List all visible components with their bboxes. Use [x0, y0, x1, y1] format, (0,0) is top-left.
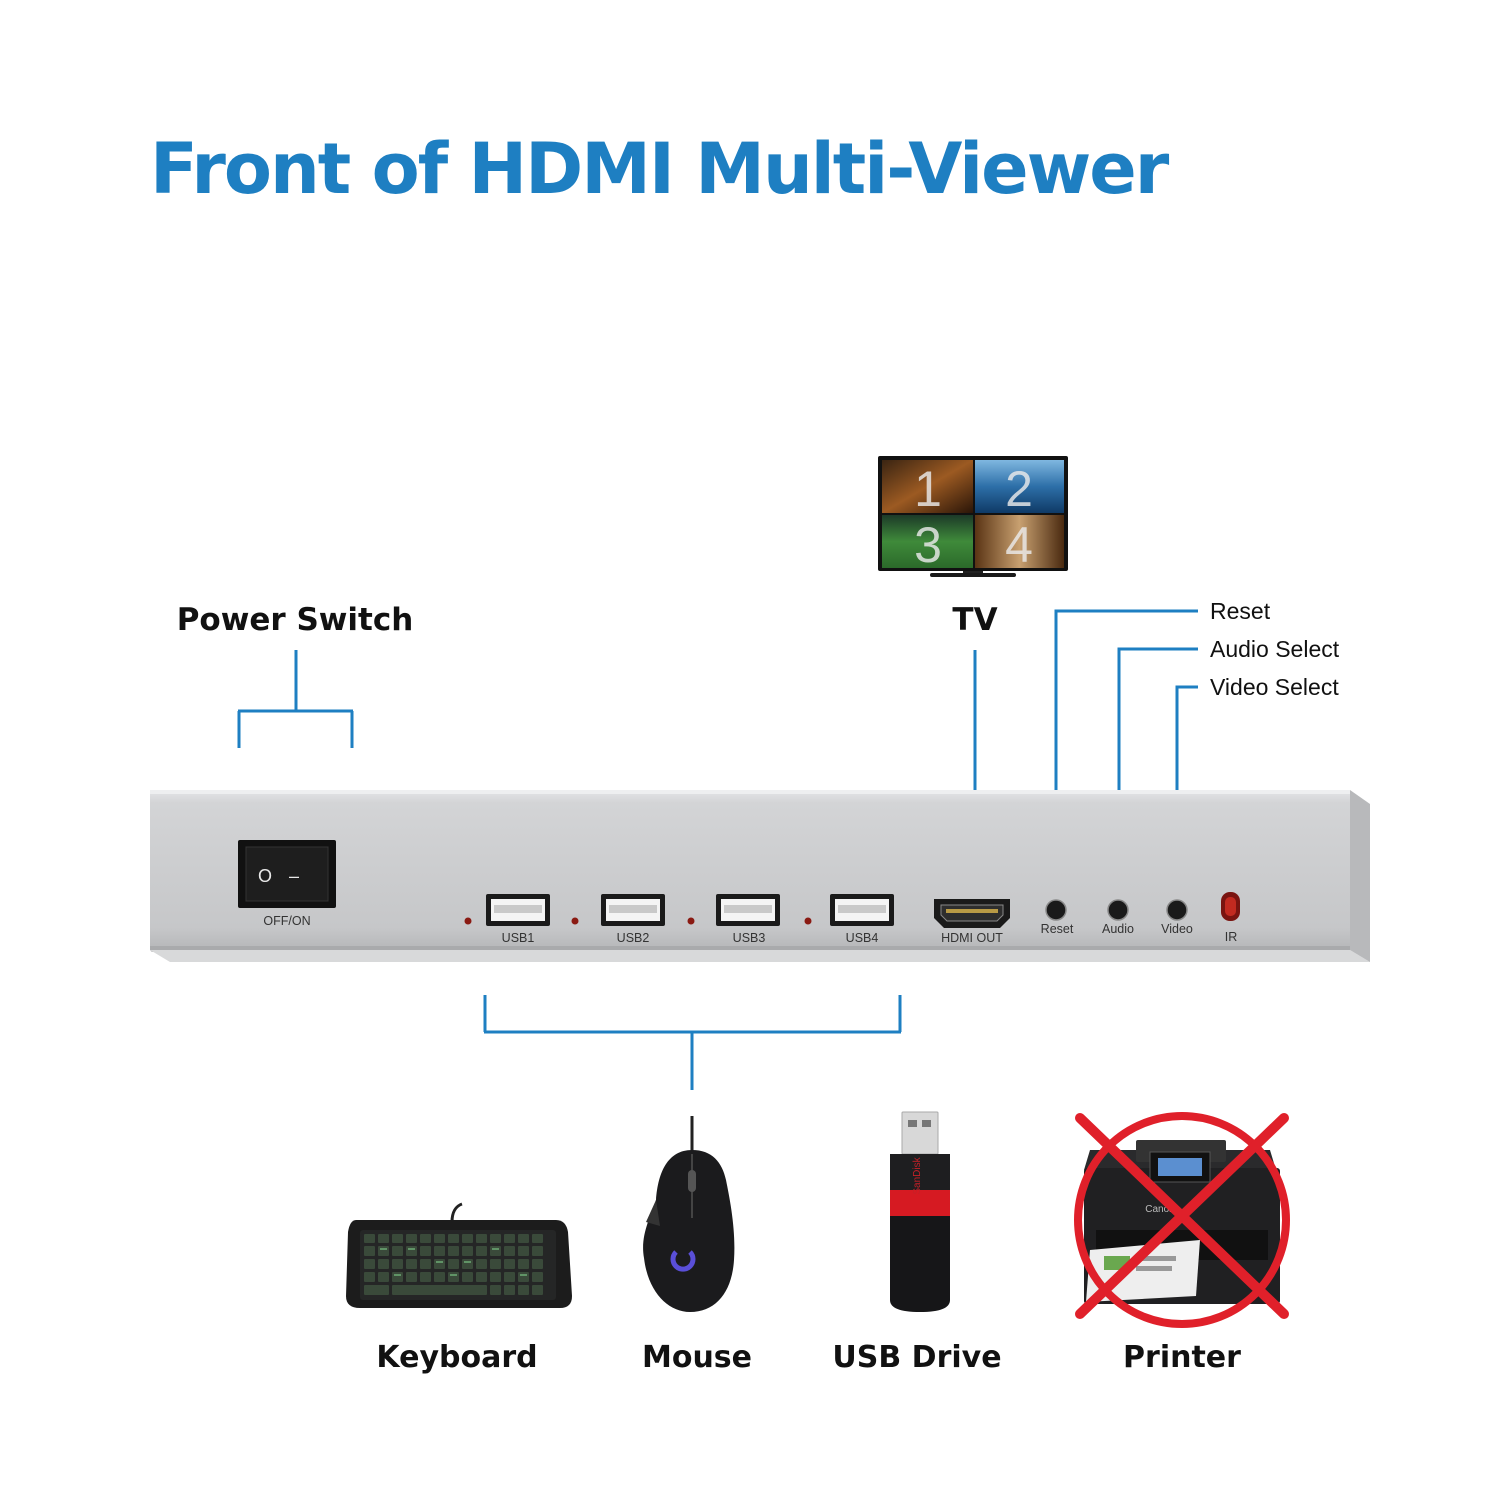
usb-port-2[interactable]: [601, 894, 665, 926]
audio-button[interactable]: [1107, 899, 1129, 921]
usb-port-3[interactable]: [716, 894, 780, 926]
usb-port-label: USB3: [733, 931, 766, 945]
tv-tile-number: 1: [914, 461, 942, 517]
tv-tile-number: 2: [1005, 461, 1033, 517]
usb-port-label: USB2: [617, 931, 650, 945]
tv-tile-2: [975, 460, 1064, 513]
usb-led-3: [687, 917, 695, 925]
ir-label: IR: [1225, 930, 1238, 944]
switch-off-symbol: O: [258, 866, 272, 886]
tv-tile-4: [975, 515, 1064, 568]
usb-port-label: USB1: [502, 931, 535, 945]
device-label-usb-drive: USB Drive: [832, 1340, 1001, 1375]
usb-drive-icon: SanDisk: [890, 1111, 950, 1312]
video-button[interactable]: [1166, 899, 1188, 921]
reset-callout-line: [1054, 609, 1198, 858]
tv-tile-number: 4: [1005, 517, 1033, 573]
tv-icon: 1 2 3 4: [878, 456, 1068, 577]
power-switch-bracket: [237, 650, 354, 748]
tv-tile-number: 3: [914, 517, 942, 573]
switch-label: OFF/ON: [263, 914, 310, 928]
not-supported-cross-icon: [1074, 1112, 1290, 1328]
printer-brand: Canon: [1145, 1204, 1174, 1215]
audio-select-callout-label: Audio Select: [1210, 636, 1340, 662]
device-label-mouse: Mouse: [642, 1340, 752, 1375]
audio-button-label: Audio: [1102, 922, 1134, 936]
page-title: Front of HDMI Multi-Viewer: [150, 128, 1169, 210]
usb-led-1: [464, 917, 472, 925]
hdmi-out-label: HDMI OUT: [941, 931, 1003, 945]
usb-port-4[interactable]: [830, 894, 894, 926]
tv-label: TV: [952, 602, 997, 638]
callout-lines: [237, 609, 1198, 1090]
usb-port-label: USB4: [846, 931, 879, 945]
usb-port-group: USB1 USB2 USB3 USB4: [464, 894, 894, 945]
reset-button[interactable]: [1045, 899, 1067, 921]
usb-drive-brand: SanDisk: [912, 1156, 923, 1194]
device-label-keyboard: Keyboard: [376, 1340, 537, 1375]
usb-port-1[interactable]: [486, 894, 550, 926]
power-rocker-switch[interactable]: O –: [238, 840, 336, 908]
usb-bracket: [483, 995, 902, 1090]
hdmi-out-port[interactable]: [934, 899, 1010, 928]
power-switch-label: Power Switch: [177, 602, 414, 638]
device-label-printer: Printer: [1123, 1340, 1241, 1375]
usb-led-4: [804, 917, 812, 925]
tv-tile-3: [882, 515, 973, 568]
reset-button-label: Reset: [1041, 922, 1074, 936]
usb-led-2: [571, 917, 579, 925]
logitech-logo-icon: [670, 1250, 696, 1272]
video-button-label: Video: [1161, 922, 1193, 936]
tv-tile-1: [882, 460, 973, 513]
audio-callout-line: [1117, 647, 1198, 858]
video-select-callout-label: Video Select: [1210, 674, 1339, 700]
switch-on-symbol: –: [289, 866, 299, 886]
keyboard-icon: [346, 1202, 572, 1308]
mouse-icon: [643, 1116, 735, 1312]
ir-receiver: [1221, 892, 1240, 921]
reset-callout-label: Reset: [1210, 598, 1271, 624]
